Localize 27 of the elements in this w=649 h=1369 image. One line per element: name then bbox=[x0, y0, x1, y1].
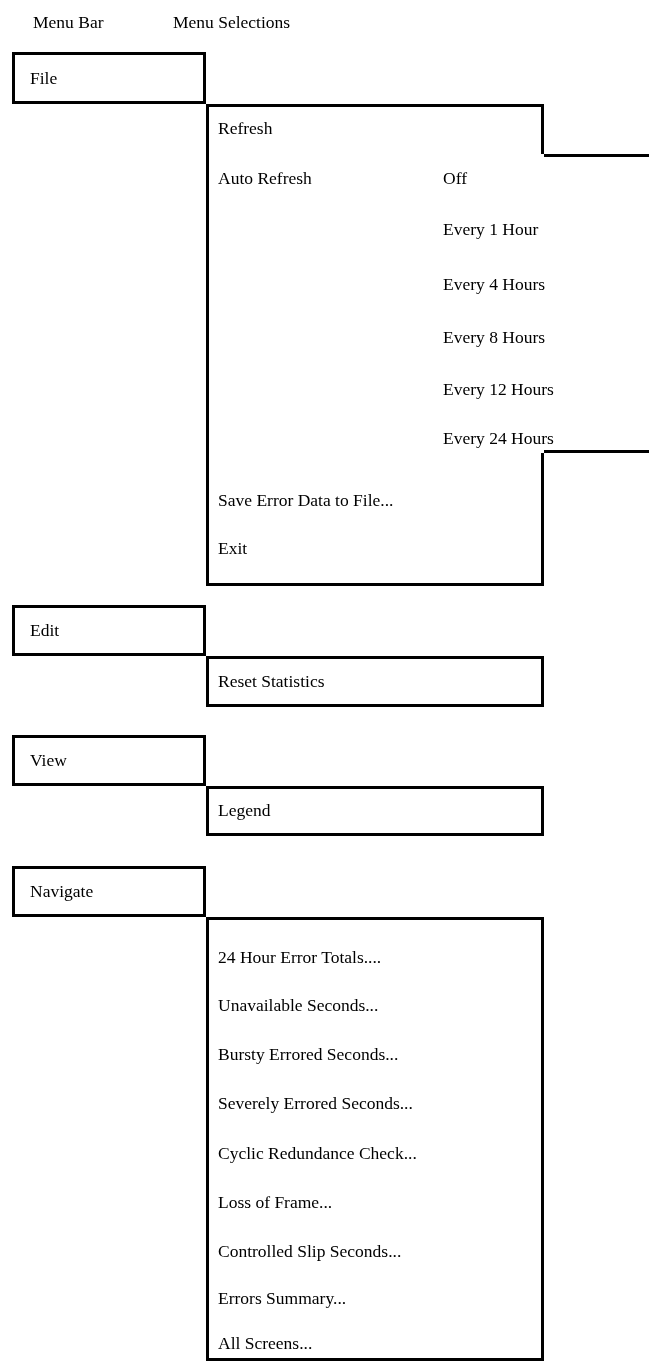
menu-item: Bursty Errored Seconds... bbox=[218, 1043, 399, 1066]
menu-item: Off bbox=[443, 167, 467, 190]
menu-item: Save Error Data to File... bbox=[218, 489, 394, 512]
menu-item: Cyclic Redundance Check... bbox=[218, 1142, 417, 1165]
menu-item: Legend bbox=[218, 799, 271, 822]
menu-title: File bbox=[30, 67, 58, 90]
menu-item: Errors Summary... bbox=[218, 1287, 347, 1310]
menu-item: Refresh bbox=[218, 117, 273, 140]
menu-item: Every 4 Hours bbox=[443, 273, 546, 296]
menu-item: Reset Statistics bbox=[218, 670, 325, 693]
column-heading: Menu Selections bbox=[173, 11, 291, 34]
menu-item: Exit bbox=[218, 537, 248, 560]
menu-item: Every 8 Hours bbox=[443, 326, 546, 349]
menu-item: Auto Refresh bbox=[218, 167, 312, 190]
menu-item: Severely Errored Seconds... bbox=[218, 1092, 413, 1115]
menu-item: All Screens... bbox=[218, 1332, 313, 1355]
menu-item: 24 Hour Error Totals.... bbox=[218, 946, 382, 969]
menu-title: View bbox=[30, 749, 67, 772]
menu-title: Edit bbox=[30, 619, 60, 642]
menu-item: Loss of Frame... bbox=[218, 1191, 333, 1214]
menu-item: Every 1 Hour bbox=[443, 218, 539, 241]
menu-item: Controlled Slip Seconds... bbox=[218, 1240, 402, 1263]
menu-item: Unavailable Seconds... bbox=[218, 994, 379, 1017]
column-heading: Menu Bar bbox=[33, 11, 104, 34]
menu-item: Every 12 Hours bbox=[443, 378, 554, 401]
menu-item: Every 24 Hours bbox=[443, 427, 554, 450]
menu-title: Navigate bbox=[30, 880, 94, 903]
